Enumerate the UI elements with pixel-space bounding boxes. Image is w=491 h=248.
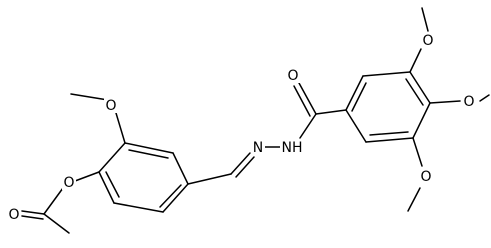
bond-omethoxy-methyl — [70, 93, 109, 101]
bond-ringA-2 — [124, 142, 174, 154]
atom-nh-hydrazide: NH — [280, 139, 304, 156]
atom-o-ester-label: O — [63, 175, 74, 191]
atom-o-acetyl-carbonyl-label: O — [8, 207, 19, 223]
bond-ringB-1b — [351, 82, 367, 112]
atom-o-methoxy-bottom-label: O — [420, 169, 431, 185]
bond-ringB-3b — [405, 78, 424, 106]
bond-ringA-6 — [98, 171, 115, 204]
bond-ringA-6b — [105, 171, 120, 198]
atom-nh-hydrazide-label: NH — [282, 140, 303, 156]
bond-camide-o-2 — [293, 85, 311, 117]
atom-o-methoxy-left-label: O — [105, 98, 116, 114]
bond-ringB-2 — [362, 71, 411, 77]
bonds — [21, 7, 490, 234]
bond-ringB-5b — [369, 131, 409, 136]
bond-nh-camide — [299, 113, 317, 139]
atom-o-amide-label: O — [287, 68, 298, 84]
atom-n-imine: N — [251, 139, 265, 156]
bond-otop-methyl — [421, 7, 429, 32]
bond-oester-ring — [74, 171, 100, 182]
bond-ringA-1 — [98, 142, 126, 173]
bond-ringB-opara — [429, 100, 461, 104]
bond-acetyl-methyl — [43, 213, 70, 234]
bond-acetyl-co-1 — [21, 210, 45, 215]
atom-o-methoxy-para: O — [462, 93, 476, 110]
atom-n-imine-label: N — [253, 140, 263, 156]
bond-ringA-5 — [113, 202, 164, 213]
bond-ringB-4 — [412, 102, 431, 139]
bond-ring-ch — [187, 173, 232, 185]
bond-ringB-3 — [409, 71, 431, 104]
bond-ringA-3 — [172, 152, 189, 185]
bond-ringA-2b — [128, 149, 169, 159]
bond-ringA-4b — [159, 184, 182, 208]
bond-ringA-omethoxy — [115, 112, 126, 144]
bond-ringB-obottom — [412, 137, 423, 167]
bond-ch-n-1 — [230, 152, 251, 175]
bond-opara-methyl — [479, 94, 490, 102]
bond-acetyl-c-oester — [43, 187, 64, 215]
atom-o-methoxy-left: O — [104, 97, 118, 114]
bond-ringB-6 — [345, 109, 367, 143]
atom-o-methoxy-bottom: O — [419, 168, 433, 185]
atom-o-ester: O — [62, 174, 76, 191]
atom-o-amide: O — [286, 67, 300, 84]
atom-o-acetyl-carbonyl: O — [7, 206, 21, 223]
atom-o-methoxy-top-label: O — [422, 33, 433, 49]
bond-camide-ring — [315, 109, 347, 115]
bond-ch-n-2 — [235, 156, 255, 178]
atom-labels: O O O O N NH O O — [7, 32, 476, 223]
bond-ringB-otop — [409, 48, 422, 73]
bond-ringB-5 — [365, 137, 414, 143]
atom-o-methoxy-top: O — [421, 32, 435, 49]
bond-ringA-4 — [162, 183, 189, 213]
bond-obottom-methyl — [407, 187, 421, 212]
atom-o-methoxy-para-label: O — [463, 94, 474, 110]
bond-acetyl-co-2 — [21, 215, 44, 220]
bond-ringB-1 — [345, 75, 364, 111]
bond-camide-o-1 — [298, 82, 317, 115]
